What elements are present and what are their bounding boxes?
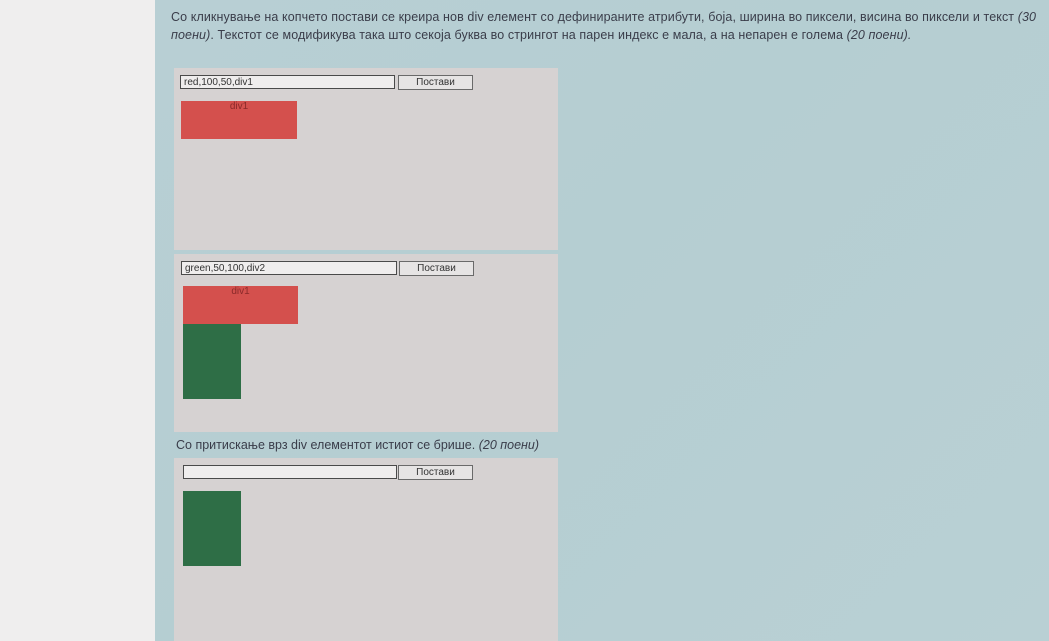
task-text-2: Текстот се модификува така што секоја бу… — [217, 28, 843, 42]
task-description: Со кликнување на копчето постави се креи… — [171, 10, 1037, 42]
section2-description: Со притискање врз div елементот истиот с… — [176, 438, 539, 452]
task-points: (30 поени) — [171, 10, 1037, 42]
set-button-3[interactable]: Постави — [398, 465, 473, 480]
task-points-2: (20 поени). — [846, 28, 912, 42]
div-element-div2[interactable] — [183, 324, 241, 399]
div-element-div1[interactable]: div1 — [183, 286, 298, 324]
set-button-1[interactable]: Постави — [398, 75, 473, 90]
set-button-2[interactable]: Постави — [399, 261, 474, 276]
task-text: Со кликнување на копчето постави се креи… — [171, 10, 1015, 24]
section2-points: (20 поени) — [478, 438, 540, 452]
left-gutter — [0, 0, 155, 641]
attributes-input-2[interactable] — [181, 261, 397, 275]
div-element-div2[interactable] — [183, 491, 241, 566]
div-element-div1[interactable]: div1 — [181, 101, 297, 139]
attributes-input-3[interactable] — [183, 465, 397, 479]
section2-text: Со притискање врз div елементот истиот с… — [176, 438, 476, 452]
attributes-input-1[interactable] — [180, 75, 395, 89]
demo-panel-1 — [174, 68, 558, 250]
